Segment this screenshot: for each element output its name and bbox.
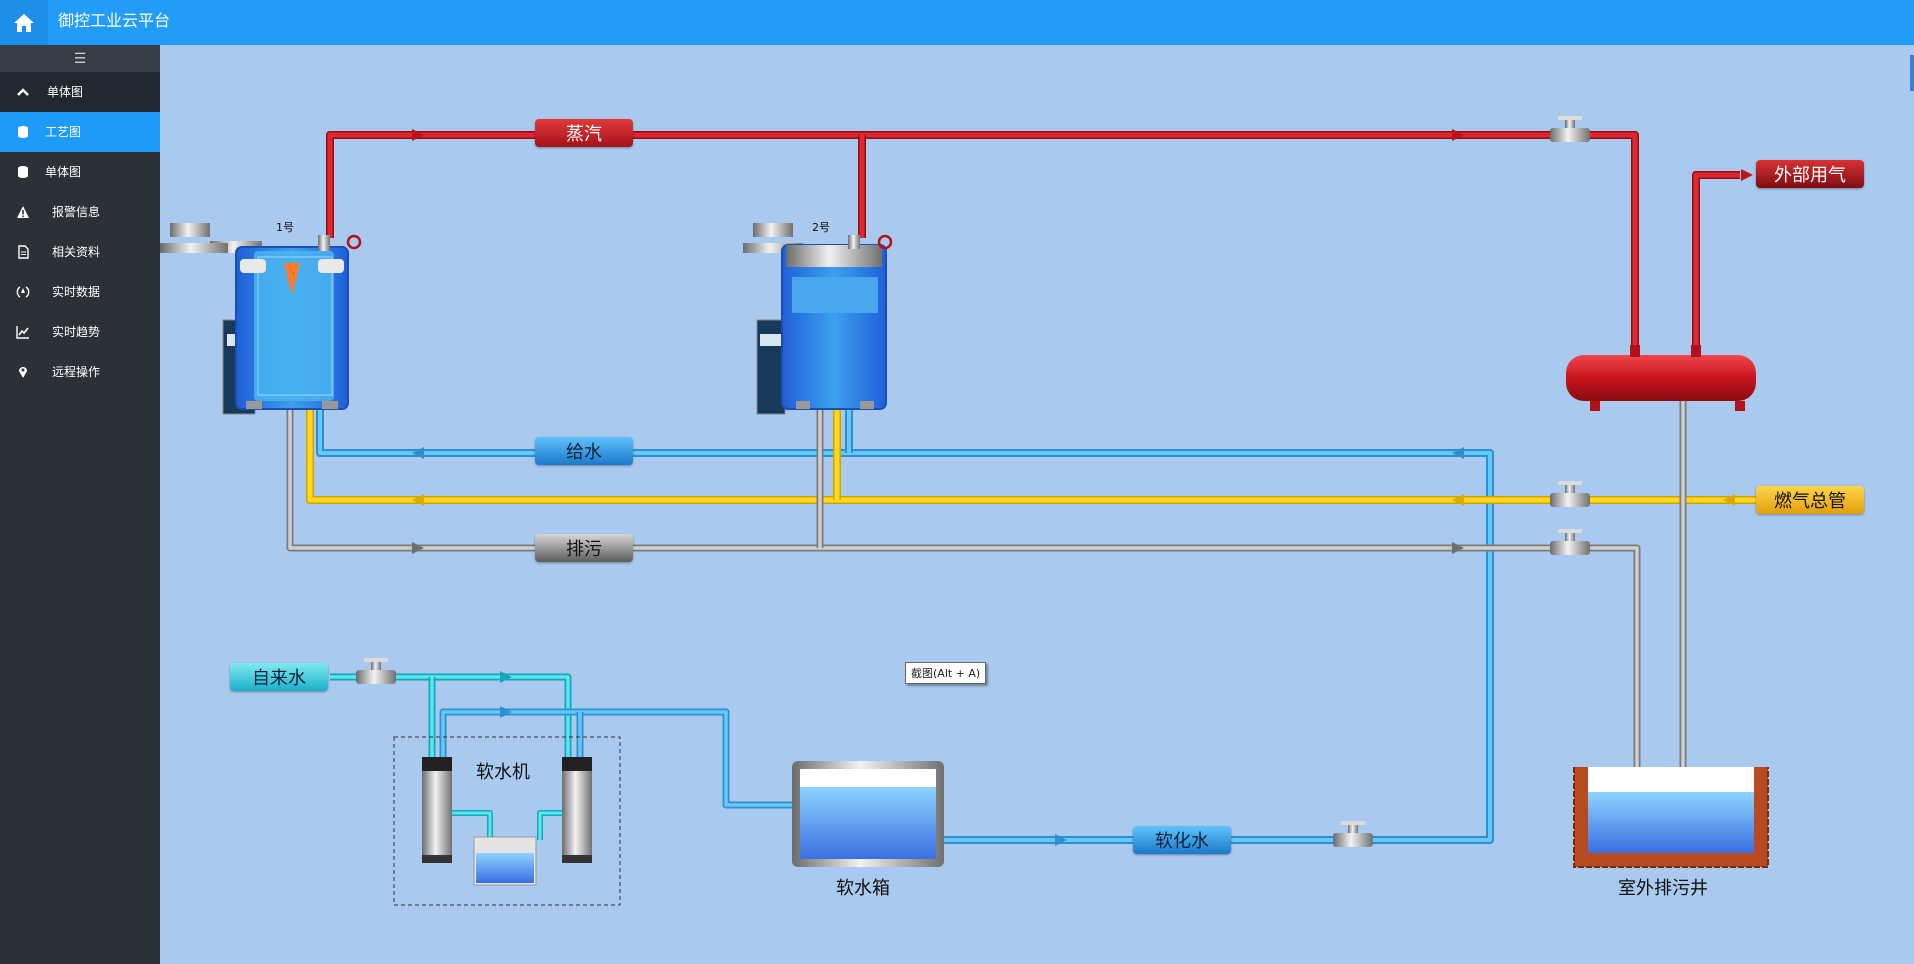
external-gas-label: 外部用气 (1756, 160, 1864, 188)
sidebar-item-single-view-group[interactable]: 单体图 (0, 72, 160, 112)
soft-tank-label: 软水箱 (836, 878, 890, 899)
flow-arrows (412, 129, 1753, 846)
sidebar: ☰ 单体图 工艺图 单体图 报警信息 相关资料 实时数据 实时趋势 远程操作 (0, 45, 160, 964)
soft-water-label: 软化水 (1133, 826, 1231, 854)
gas-valve[interactable] (1550, 481, 1590, 507)
sidebar-item-process-diagram[interactable]: 工艺图 (0, 112, 160, 152)
sidebar-item-label: 远程操作 (52, 365, 101, 379)
tap-water-label: 自来水 (230, 663, 328, 691)
database-icon (18, 126, 28, 138)
sidebar-item-alarms[interactable]: 报警信息 (0, 192, 160, 232)
sewage-well-label: 室外排污井 (1618, 878, 1708, 899)
gas-main-label: 燃气总管 (1756, 486, 1864, 514)
sidebar-item-label: 相关资料 (52, 245, 101, 259)
feed-water-label: 给水 (535, 437, 633, 465)
tap-water-pipe (330, 673, 800, 840)
sidebar-item-label: 工艺图 (45, 125, 82, 139)
location-icon (19, 367, 27, 378)
steam-label: 蒸汽 (535, 119, 633, 147)
screenshot-tooltip: 截图(Alt + A) (905, 662, 987, 684)
gas-pipe (306, 405, 1780, 504)
sidebar-item-label: 单体图 (45, 165, 82, 179)
sidebar-item-label: 报警信息 (52, 205, 101, 219)
boiler-2[interactable] (743, 223, 893, 415)
softener-label: 软水机 (476, 762, 530, 783)
boiler-1-label: 1号 (276, 221, 294, 234)
chevron-up-icon (17, 88, 29, 96)
boiler-2-label: 2号 (812, 221, 830, 234)
drain-pipe (286, 385, 1687, 775)
drain-valve[interactable] (1550, 529, 1590, 555)
sidebar-item-documents[interactable]: 相关资料 (0, 232, 160, 272)
soft-water-valve[interactable] (1333, 821, 1373, 847)
sidebar-item-realtime-trend[interactable]: 实时趋势 (0, 312, 160, 352)
process-diagram-svg (160, 116, 1780, 906)
document-icon (18, 245, 29, 259)
sidebar-toggle[interactable]: ☰ (0, 45, 160, 72)
sidebar-item-label: 单体图 (47, 85, 84, 99)
sidebar-item-remote-operation[interactable]: 远程操作 (0, 352, 160, 392)
database-icon (18, 166, 28, 178)
scrollbar[interactable] (1910, 55, 1914, 91)
drain-label: 排污 (535, 534, 633, 562)
boiler-1[interactable] (160, 223, 362, 415)
menu-icon: ☰ (73, 50, 87, 67)
steam-pipe (326, 131, 1740, 353)
sidebar-item-label: 实时数据 (52, 285, 101, 299)
warning-icon (17, 206, 29, 218)
water-softener[interactable] (393, 736, 621, 906)
home-icon (14, 13, 34, 32)
home-button[interactable] (0, 0, 48, 45)
soft-water-tank[interactable] (792, 761, 944, 867)
sidebar-item-label: 实时趋势 (52, 325, 101, 339)
app-title: 御控工业云平台 (58, 11, 171, 30)
sidebar-item-single-view[interactable]: 单体图 (0, 152, 160, 192)
trend-icon (16, 326, 29, 339)
steam-valve[interactable] (1550, 116, 1590, 142)
tap-water-valve[interactable] (356, 658, 396, 684)
sidebar-item-realtime-data[interactable]: 实时数据 (0, 272, 160, 312)
process-diagram-canvas: 蒸汽 给水 排污 燃气总管 外部用气 自来水 软化水 1号 2号 软水机 软水箱… (160, 45, 1914, 964)
top-bar: 御控工业云平台 (0, 0, 1914, 45)
realtime-icon (16, 286, 30, 298)
steam-header-tank (1566, 345, 1756, 411)
sewage-well[interactable] (1573, 767, 1769, 868)
feed-water-pipe (316, 405, 1494, 844)
